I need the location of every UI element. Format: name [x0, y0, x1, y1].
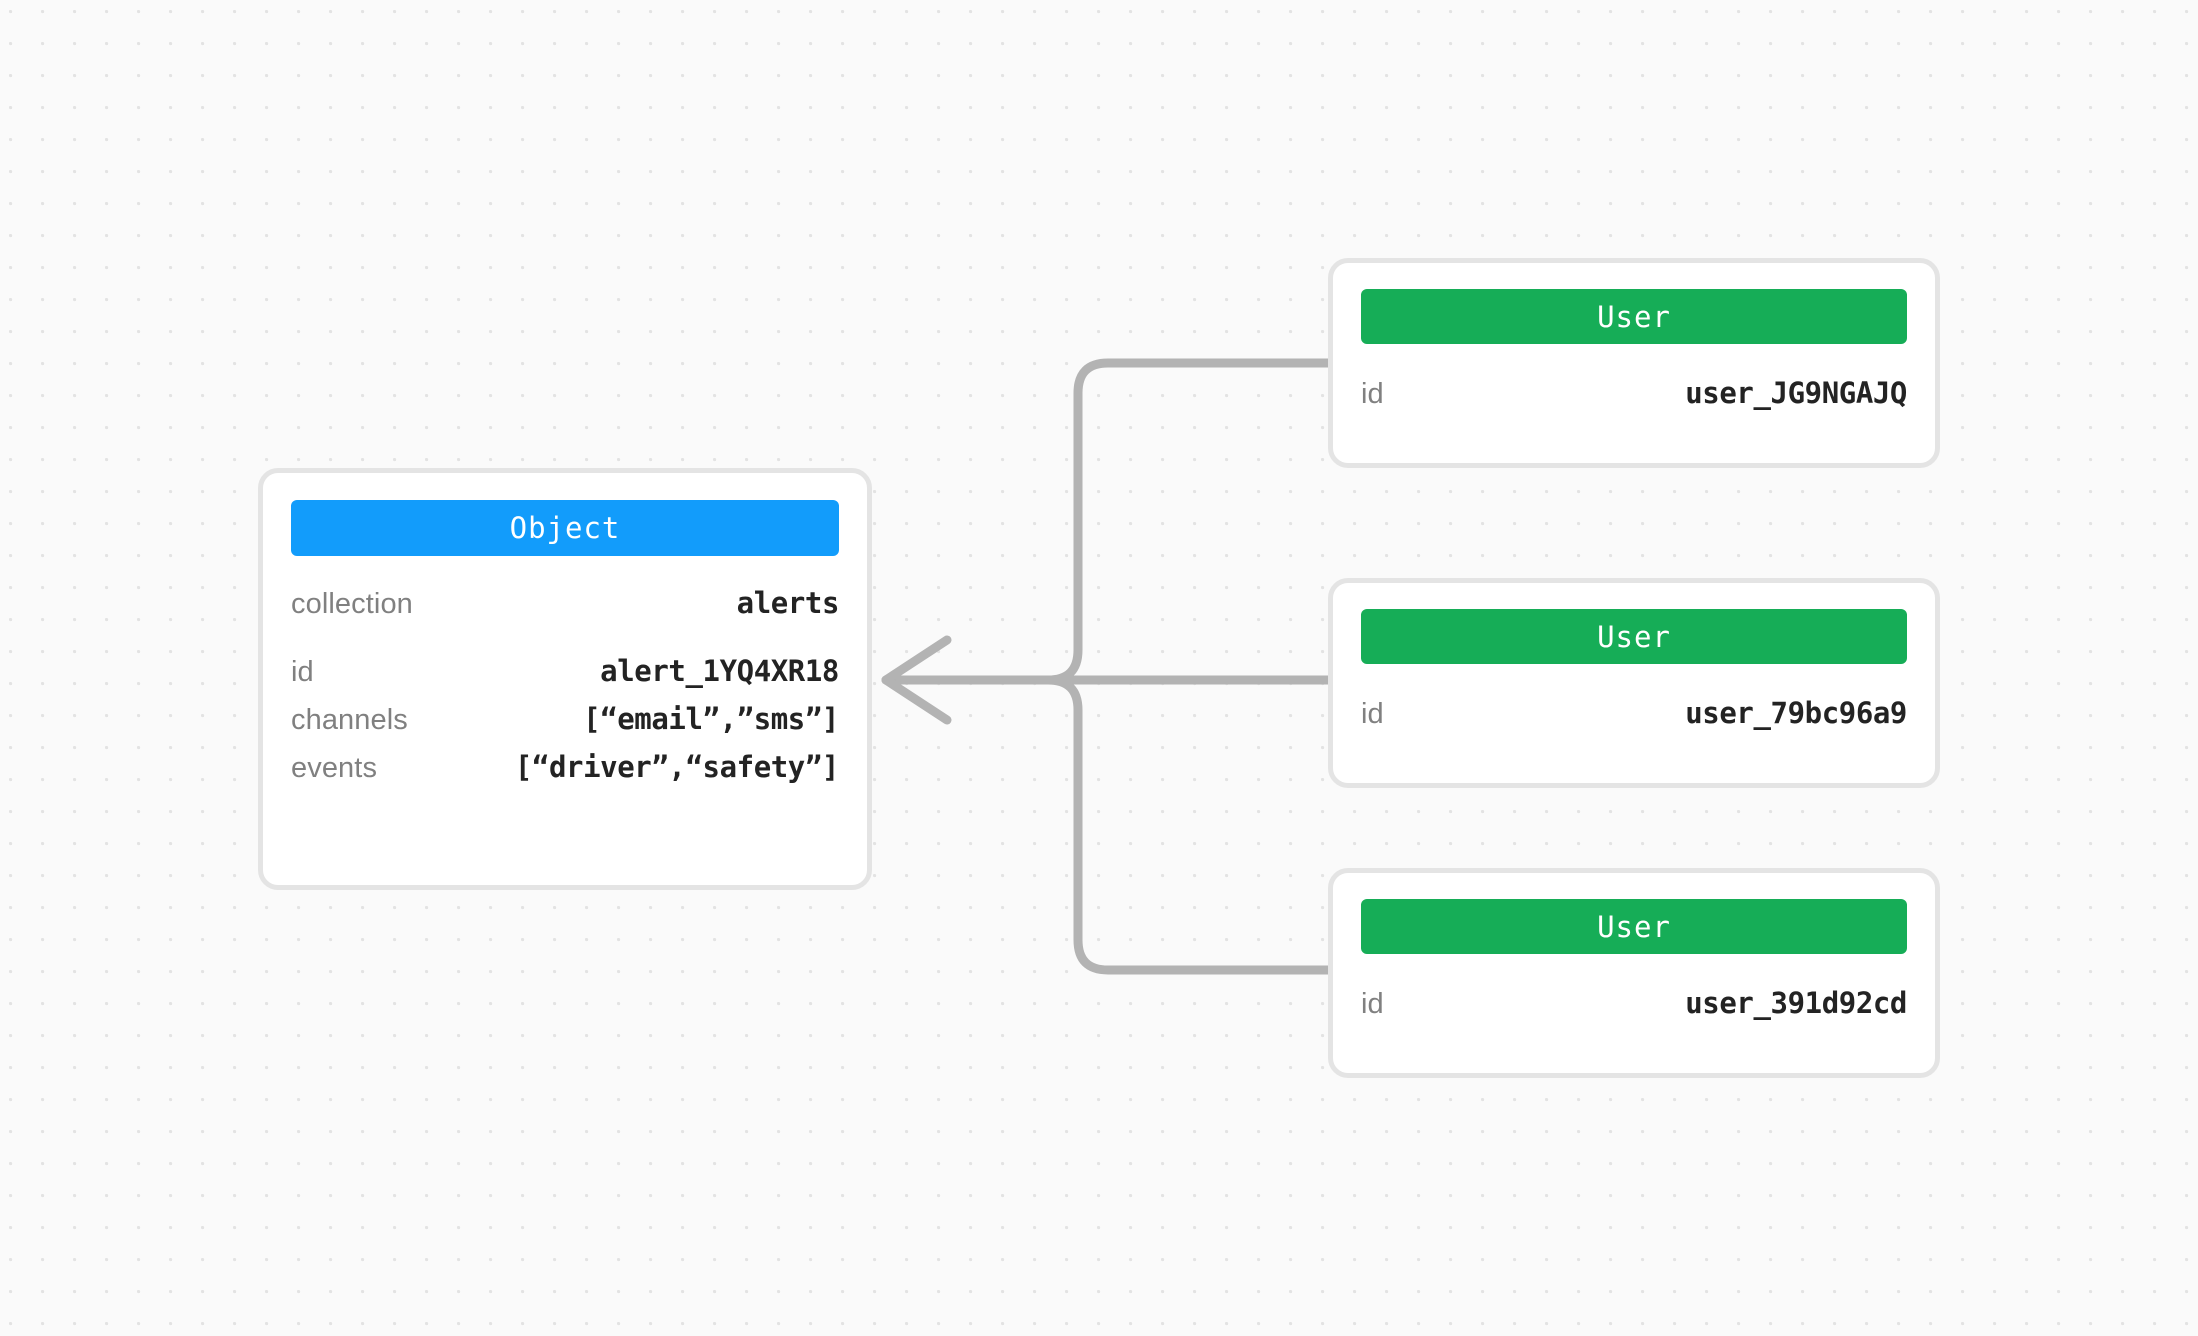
node-user-1[interactable]: User id user_JG9NGAJQ: [1328, 258, 1940, 468]
field-row-id: id user_391d92cd: [1361, 986, 1907, 1030]
field-row-events: events [“driver”,“safety”]: [291, 750, 839, 798]
field-row-id: id user_79bc96a9: [1361, 696, 1907, 740]
edge-user1-to-object: [881, 358, 1335, 685]
field-row-id: id alert_1YQ4XR18: [291, 654, 839, 702]
field-label: id: [1361, 988, 1384, 1020]
field-label: id: [1361, 378, 1384, 410]
field-value: [“driver”,“safety”]: [514, 750, 840, 784]
field-row-collection: collection alerts: [291, 586, 839, 634]
node-object-fields: collection alerts id alert_1YQ4XR18 chan…: [263, 556, 867, 798]
node-user-fields: id user_391d92cd: [1333, 954, 1935, 1030]
field-label: events: [291, 752, 378, 784]
field-value: user_391d92cd: [1685, 986, 1907, 1020]
field-value: [“email”,”sms”]: [583, 702, 839, 736]
field-value: user_JG9NGAJQ: [1685, 376, 1907, 410]
field-value: user_79bc96a9: [1685, 696, 1907, 730]
field-value: alert_1YQ4XR18: [600, 654, 839, 688]
node-user-type-badge: User: [1361, 289, 1907, 344]
field-value: alerts: [736, 586, 840, 620]
node-user-2[interactable]: User id user_79bc96a9: [1328, 578, 1940, 788]
node-user-3[interactable]: User id user_391d92cd: [1328, 868, 1940, 1078]
field-label: channels: [291, 704, 408, 736]
field-row-id: id user_JG9NGAJQ: [1361, 376, 1907, 420]
node-user-fields: id user_JG9NGAJQ: [1333, 344, 1935, 420]
node-object-type-badge: Object: [291, 500, 839, 556]
field-label: id: [291, 656, 314, 688]
node-object[interactable]: Object collection alerts id alert_1YQ4XR…: [258, 468, 872, 890]
edge-arrowhead: [881, 635, 952, 725]
node-user-type-badge: User: [1361, 609, 1907, 664]
field-label: collection: [291, 588, 413, 620]
node-user-fields: id user_79bc96a9: [1333, 664, 1935, 740]
field-label: id: [1361, 698, 1384, 730]
field-row-channels: channels [“email”,”sms”]: [291, 702, 839, 750]
edge-user3-to-object: [881, 675, 1335, 975]
node-user-type-badge: User: [1361, 899, 1907, 954]
